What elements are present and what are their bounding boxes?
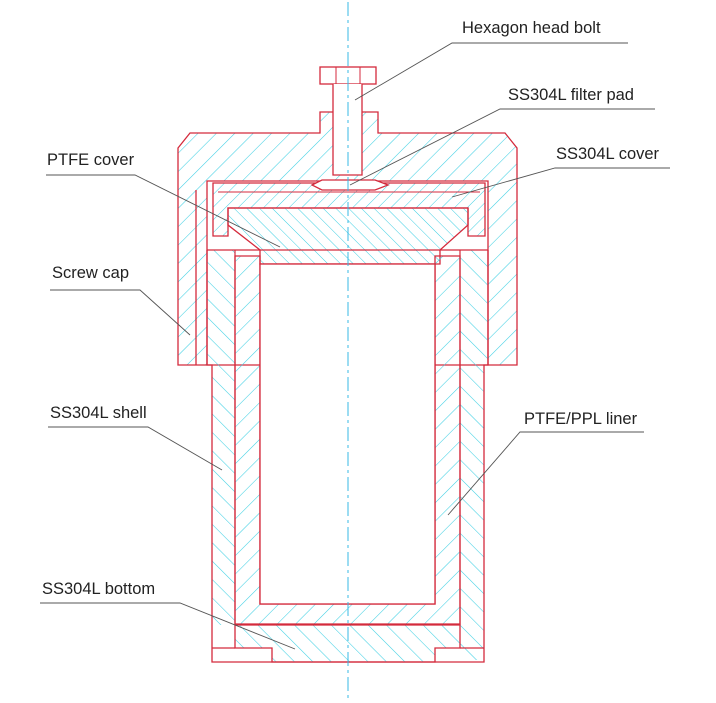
screw-cap-body	[178, 112, 517, 365]
leader-hexagon-head-bolt	[354, 42, 628, 101]
leader-lines	[40, 42, 670, 650]
label-ss304l-filter-pad: SS304L filter pad	[508, 86, 634, 104]
leader-shell	[48, 426, 223, 471]
ss304l-shell-left-wall	[207, 250, 235, 625]
label-hexagon-head-bolt: Hexagon head bolt	[462, 19, 601, 37]
leader-ptfe-cover	[46, 174, 281, 248]
label-screw-cap: Screw cap	[52, 264, 130, 282]
ss304l-shell-right-wall	[460, 250, 488, 660]
leader-ss304l-cover	[451, 167, 670, 198]
leader-screw-cap	[50, 289, 191, 336]
label-ss304l-shell: SS304L shell	[50, 404, 147, 422]
label-ss304l-bottom: SS304L bottom	[42, 580, 156, 598]
label-ss304l-cover: SS304L cover	[556, 145, 660, 163]
leader-filter-pad	[349, 108, 655, 186]
label-ptfe-ppl-liner: PTFE/PPL liner	[524, 410, 638, 428]
ss304l-bottom	[234, 624, 461, 663]
label-ptfe-cover: PTFE cover	[47, 151, 135, 169]
leader-bottom	[40, 602, 296, 650]
leader-liner	[447, 431, 644, 516]
